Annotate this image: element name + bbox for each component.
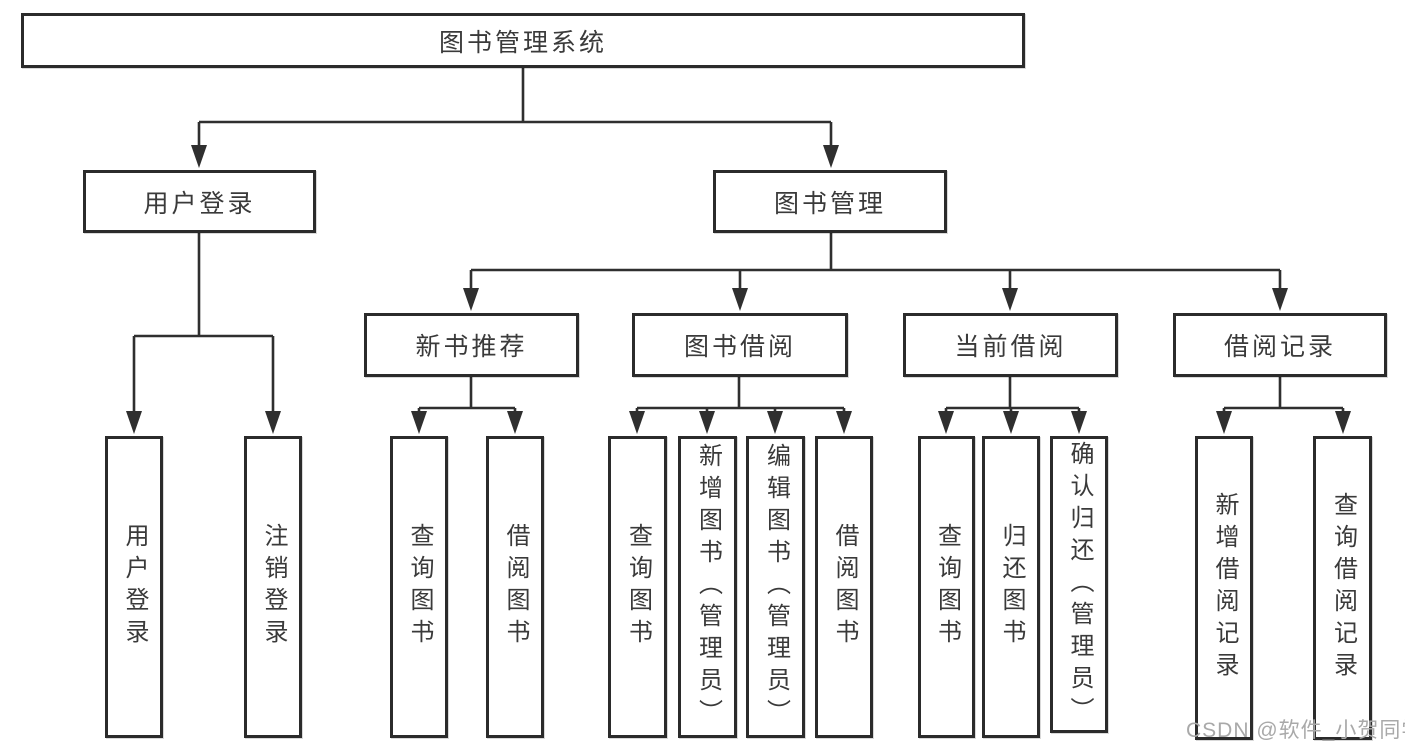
arrowhead-icon [767, 411, 783, 434]
arrowhead-icon [507, 411, 523, 434]
node-borrow-records: 借阅记录 [1173, 313, 1387, 377]
leaf-borrow-books: 借阅图书 [815, 436, 873, 738]
node-user-login-label: 用户登录 [143, 189, 256, 218]
node-current-borrow-label: 当前借阅 [954, 333, 1067, 361]
arrowhead-icon [191, 145, 207, 168]
connector-new-book-branch [417, 377, 517, 418]
leaf-confirm-return-admin: 确认归还（管理员） [1050, 436, 1108, 733]
connector-book-borrow-branch [635, 377, 846, 418]
leaf-add-borrow-record-label: 新增借阅记录 [1211, 492, 1238, 684]
arrowhead-icon [1003, 411, 1019, 434]
arrowhead-icon [411, 411, 427, 434]
arrowhead-icon [1002, 288, 1018, 311]
leaf-borrow-books-recommend-label: 借阅图书 [502, 523, 529, 651]
arrowhead-icon [699, 411, 715, 434]
connector-user-login-branch [132, 233, 275, 418]
leaf-add-borrow-record: 新增借阅记录 [1195, 436, 1253, 740]
arrowhead-icon [823, 145, 839, 168]
leaf-user-login: 用户登录 [105, 436, 163, 738]
connector-root-to-level2 [197, 68, 833, 152]
leaf-return-books: 归还图书 [982, 436, 1040, 738]
node-user-login: 用户登录 [83, 170, 316, 233]
connector-borrow-records-branch [1222, 377, 1345, 418]
node-root-label: 图书管理系统 [438, 28, 607, 57]
leaf-query-books-borrow: 查询图书 [608, 436, 667, 738]
arrowhead-icon [463, 288, 479, 311]
arrowhead-icon [1071, 411, 1087, 434]
watermark: CSDN @软件_小贺同学 [1186, 719, 1405, 742]
leaf-query-books-recommend: 查询图书 [390, 436, 448, 738]
leaf-query-books-recommend-label: 查询图书 [406, 523, 433, 651]
connector-book-management-branch [469, 233, 1282, 295]
arrowheads [126, 145, 1351, 434]
leaf-add-book-admin: 新增图书（管理员） [678, 436, 737, 738]
leaf-add-book-admin-label: 新增图书（管理员） [694, 443, 722, 731]
node-book-management: 图书管理 [713, 170, 947, 233]
leaf-return-books-label: 归还图书 [998, 523, 1025, 651]
leaf-borrow-books-recommend: 借阅图书 [486, 436, 544, 738]
leaf-user-login-label: 用户登录 [121, 523, 148, 651]
node-new-book-recommend-label: 新书推荐 [415, 333, 528, 361]
leaf-edit-book-admin: 编辑图书（管理员） [746, 436, 805, 738]
node-book-management-label: 图书管理 [773, 189, 886, 218]
leaf-edit-book-admin-label: 编辑图书（管理员） [762, 443, 790, 731]
arrowhead-icon [629, 411, 645, 434]
connector-lines [132, 68, 1345, 418]
leaf-confirm-return-admin-label: 确认归还（管理员） [1066, 440, 1093, 729]
arrowhead-icon [938, 411, 954, 434]
leaf-query-books-current-label: 查询图书 [933, 523, 961, 651]
arrowhead-icon [1216, 411, 1232, 434]
arrowhead-icon [265, 411, 281, 434]
arrowhead-icon [126, 411, 142, 434]
node-book-borrow: 图书借阅 [632, 313, 848, 377]
arrowhead-icon [836, 411, 852, 434]
node-new-book-recommend: 新书推荐 [364, 313, 579, 377]
leaf-logout-label: 注销登录 [260, 523, 287, 651]
node-book-borrow-label: 图书借阅 [683, 333, 796, 361]
leaf-query-borrow-record: 查询借阅记录 [1313, 436, 1372, 740]
arrowhead-icon [732, 288, 748, 311]
leaf-query-borrow-record-label: 查询借阅记录 [1329, 492, 1357, 684]
arrowhead-icon [1335, 411, 1351, 434]
leaf-query-books-borrow-label: 查询图书 [624, 523, 652, 651]
node-borrow-records-label: 借阅记录 [1223, 333, 1336, 361]
leaf-query-books-current: 查询图书 [918, 436, 975, 738]
node-current-borrow: 当前借阅 [903, 313, 1118, 377]
node-root: 图书管理系统 [21, 13, 1025, 68]
leaf-borrow-books-label: 借阅图书 [831, 523, 858, 651]
leaf-logout: 注销登录 [244, 436, 302, 738]
arrowhead-icon [1272, 288, 1288, 311]
